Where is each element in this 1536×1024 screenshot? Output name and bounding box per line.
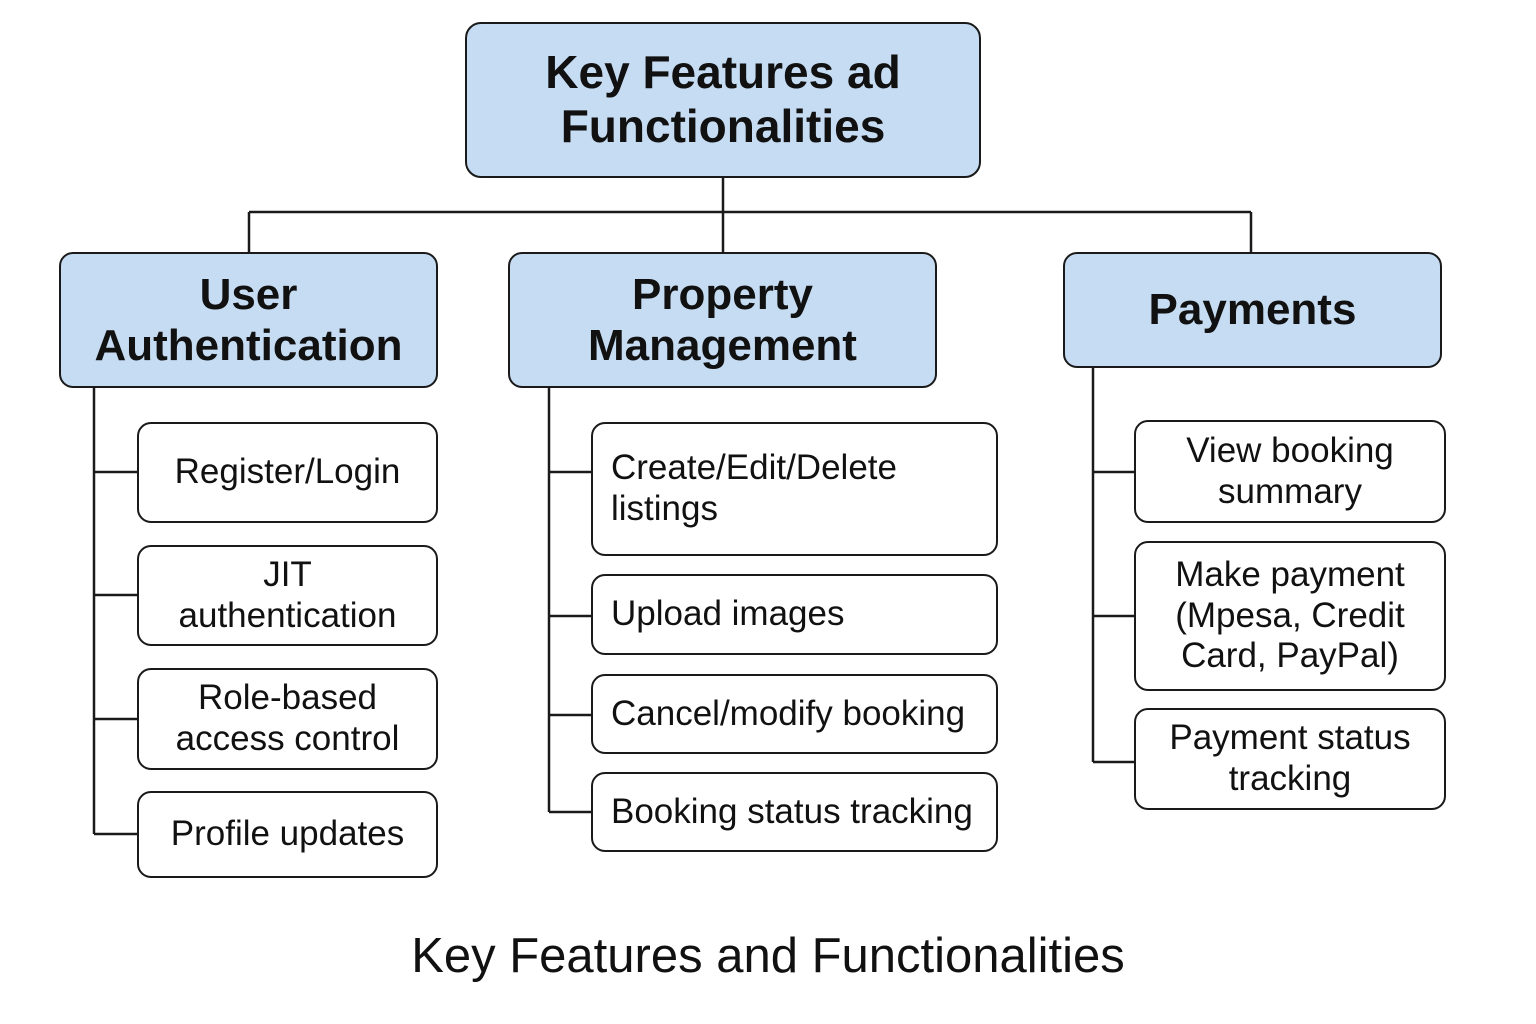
feature-item-upload-images: Upload images xyxy=(591,574,998,655)
feature-item-payment-status-tracking: Payment status tracking xyxy=(1134,708,1446,810)
feature-item-create-edit-delete: Create/Edit/Delete listings xyxy=(591,422,998,556)
feature-item-label: JIT authentication xyxy=(178,554,397,635)
feature-item-label: Register/Login xyxy=(174,452,401,492)
feature-item-label: Cancel/modify booking xyxy=(611,693,966,733)
feature-item-view-booking-summary: View booking summary xyxy=(1134,420,1446,523)
category-label: Payments xyxy=(1148,285,1357,335)
category-label: User Authentication xyxy=(94,269,403,370)
feature-item-make-payment: Make payment (Mpesa, Credit Card, PayPal… xyxy=(1134,541,1446,691)
category-user-authentication: User Authentication xyxy=(59,252,438,388)
category-payments: Payments xyxy=(1063,252,1442,368)
root-node-label: Key Features ad Functionalities xyxy=(545,46,901,152)
feature-item-label: Profile updates xyxy=(170,814,405,854)
category-label: Property Management xyxy=(588,269,857,370)
feature-item-cancel-modify-booking: Cancel/modify booking xyxy=(591,674,998,754)
feature-item-label: Upload images xyxy=(611,594,845,634)
feature-item-label: Booking status tracking xyxy=(611,791,973,831)
diagram-caption: Key Features and Functionalities xyxy=(411,929,1125,983)
feature-item-label: View booking summary xyxy=(1186,430,1394,511)
feature-item-label: Payment status tracking xyxy=(1169,718,1411,798)
feature-item-label: Role-based access control xyxy=(175,678,400,758)
category-property-management: Property Management xyxy=(508,252,937,388)
feature-item-booking-status-tracking: Booking status tracking xyxy=(591,772,998,852)
feature-item-label: Make payment (Mpesa, Credit Card, PayPal… xyxy=(1175,554,1405,676)
feature-item-profile-updates: Profile updates xyxy=(137,791,438,878)
root-node: Key Features ad Functionalities xyxy=(465,22,981,178)
feature-item-label: Create/Edit/Delete listings xyxy=(611,448,897,528)
feature-item-register-login: Register/Login xyxy=(137,422,438,523)
feature-item-jit-authentication: JIT authentication xyxy=(137,545,438,646)
feature-item-role-based-access: Role-based access control xyxy=(137,668,438,770)
